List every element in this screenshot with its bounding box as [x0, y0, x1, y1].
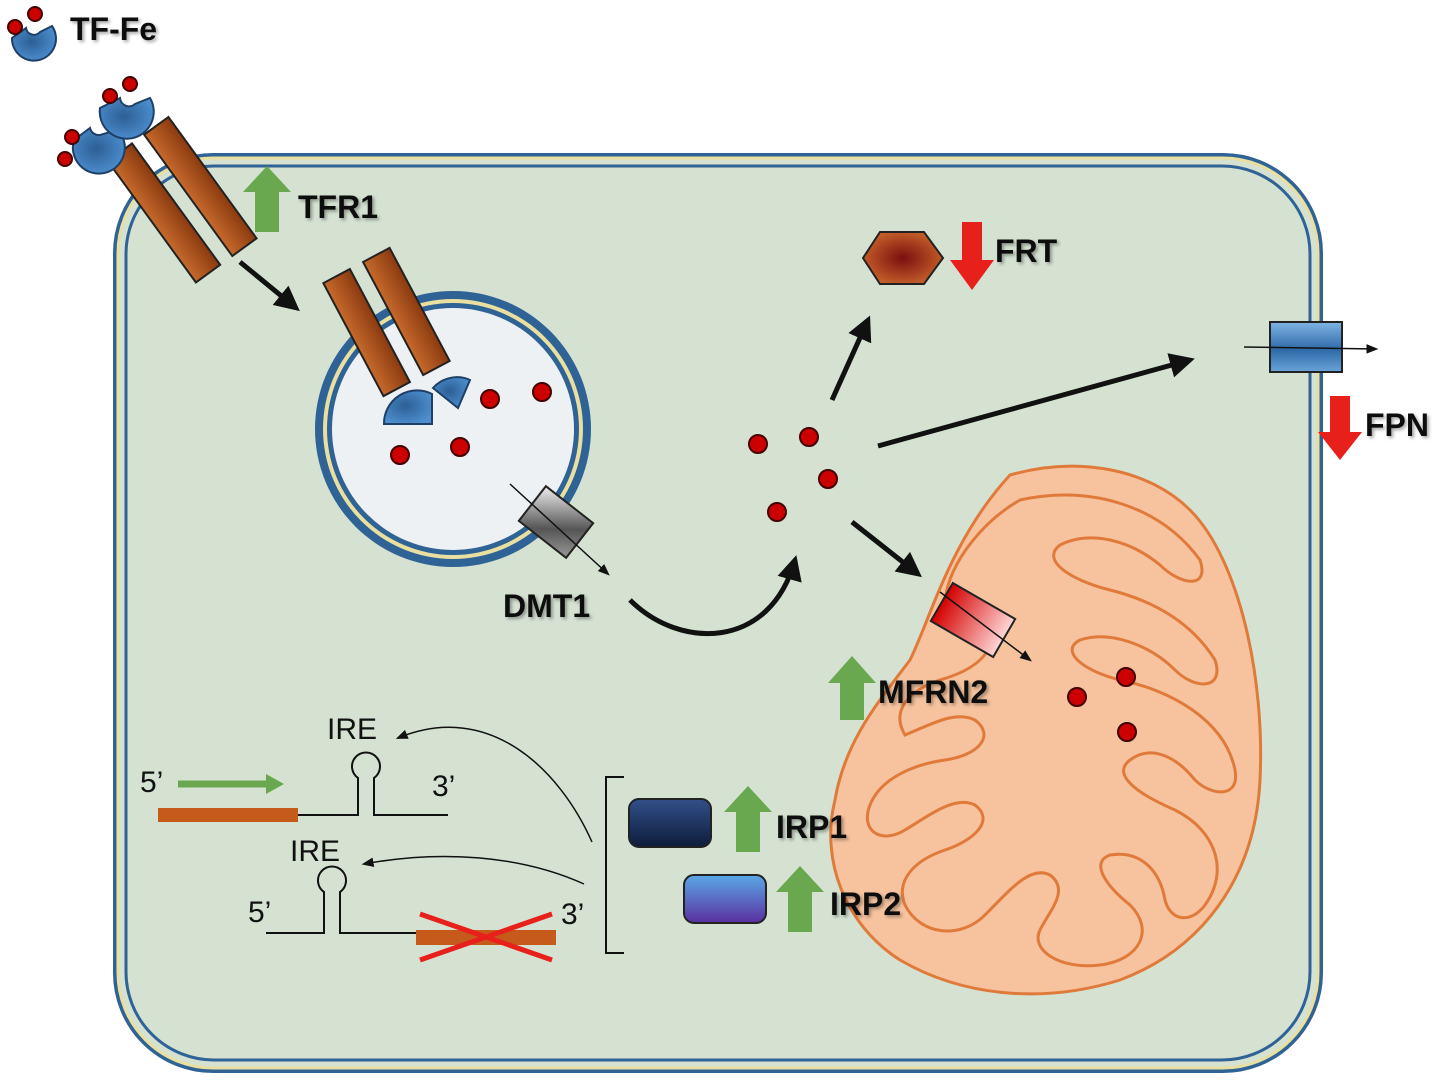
tfr1-up-arrow-icon: [243, 166, 291, 232]
ire-stem-loop: [266, 865, 418, 934]
mfrn2-up-arrow-icon: [828, 656, 876, 720]
cristae: [865, 493, 1237, 968]
ferroportin-channel-icon: [1243, 321, 1379, 373]
iron-dot-icon: [102, 88, 118, 104]
ire-mrna-bottom: 5’ IRE 3’: [248, 835, 584, 963]
ire-stem-loop: [298, 751, 448, 816]
iron-dot-icon: [450, 437, 470, 457]
iron-dot-icon: [767, 502, 787, 522]
iron-dot-icon: [57, 151, 73, 167]
iron-dot-icon: [64, 129, 80, 145]
fpn-down-arrow-icon: [1318, 396, 1362, 460]
tf-fe-label: TF-Fe: [70, 11, 157, 47]
mitochondrion: [829, 464, 1263, 996]
endocytosis-arrow: [238, 260, 300, 312]
ferritin-hexagon-icon: [861, 231, 945, 285]
ire-mrna-top: 5’ IRE 3’: [140, 713, 455, 822]
ire-bottom-label: IRE: [290, 835, 340, 868]
mfrn2-label: MFRN2: [878, 674, 988, 710]
five-prime-bottom-label: 5’: [248, 896, 271, 929]
dmt1-to-pool-arrow: [628, 555, 802, 637]
irp1-up-arrow-icon: [724, 786, 772, 852]
transferrin-icon: [7, 6, 57, 62]
iron-dot-icon: [7, 19, 23, 35]
dmt1-label: DMT1: [503, 588, 590, 624]
irp1-label: IRP1: [776, 809, 847, 845]
three-prime-bottom-label: 3’: [561, 898, 584, 931]
iron-dot-icon: [799, 427, 819, 447]
degradation-cross-icon: [419, 911, 553, 963]
pool-to-ferroportin-arrow: [877, 353, 1195, 449]
iron-dot-icon: [390, 445, 410, 465]
iron-dot-icon: [1116, 667, 1136, 687]
frt-down-arrow-icon: [950, 222, 994, 290]
tfr1-receptor: [57, 76, 258, 284]
transferrin-icon: [98, 76, 155, 140]
iron-dot-icon: [27, 6, 43, 22]
irp-bracket: [605, 776, 624, 954]
iron-dot-icon: [122, 76, 138, 92]
mrna-coding-bar: [158, 808, 298, 822]
irp-to-ire-bottom-arrow: [361, 855, 585, 885]
irp2-label: IRP2: [830, 886, 901, 922]
three-prime-top-label: 3’: [432, 770, 455, 803]
iron-dot-icon: [1117, 722, 1137, 742]
tfr1-label: TFR1: [298, 189, 378, 225]
transferrin-icon: [382, 376, 472, 425]
endosome-receptor: [322, 246, 552, 465]
iron-dot-icon: [818, 469, 838, 489]
translation-arrow-icon: [178, 774, 284, 794]
fpn-label: FPN: [1365, 407, 1429, 443]
iron-dot-icon: [532, 382, 552, 402]
iron-dot-icon: [480, 389, 500, 409]
five-prime-top-label: 5’: [140, 766, 163, 799]
labile-iron-pool: [748, 427, 838, 522]
pool-to-ferritin-arrow: [829, 315, 872, 402]
irp2-up-arrow-icon: [776, 866, 824, 932]
irp-to-ire-top-arrow: [395, 726, 593, 843]
frt-label: FRT: [995, 233, 1058, 269]
pool-to-mitochondria-arrow: [850, 520, 922, 578]
iron-dot-icon: [1067, 687, 1087, 707]
iron-dot-icon: [748, 434, 768, 454]
transferrin-icon: [57, 126, 126, 175]
tf-fe-legend: TF-Fe: [7, 6, 157, 62]
irp2-protein-block-icon: [683, 874, 767, 924]
dmt1-channel-icon: [509, 483, 610, 576]
irp1-protein-block-icon: [628, 798, 712, 848]
mitoferrin-channel-icon: [929, 581, 1032, 662]
ire-top-label: IRE: [327, 713, 377, 746]
